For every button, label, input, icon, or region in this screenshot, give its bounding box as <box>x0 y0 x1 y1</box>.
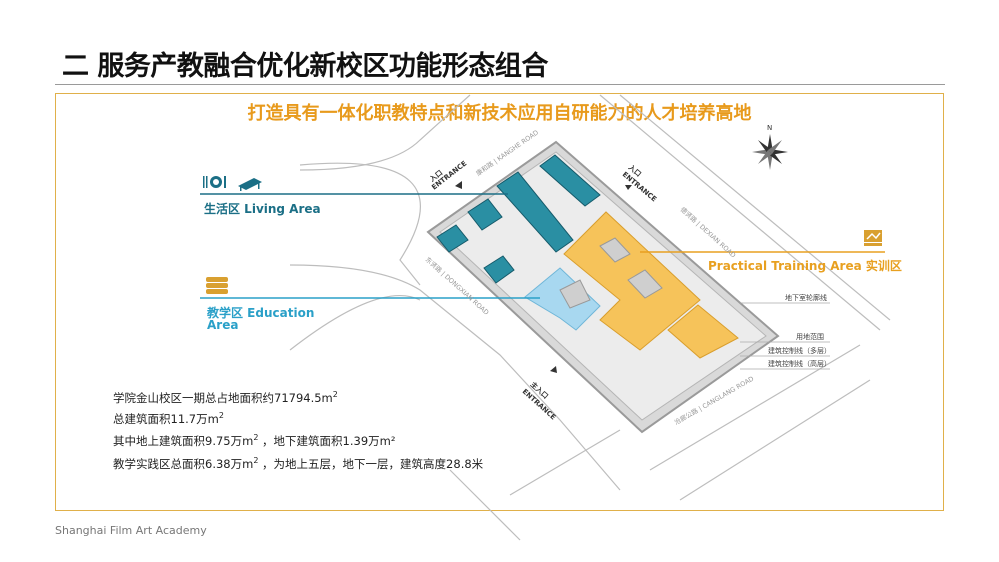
slide-subtitle: 打造具有一体化职教特点和新技术应用自研能力的人才培养高地 <box>247 103 752 124</box>
books-icon <box>206 277 228 294</box>
stat-line-2: 总建筑面积11.7万m2 <box>113 411 224 426</box>
stat-line-1: 学院金山校区一期总占地面积约71794.5m2 <box>113 390 338 405</box>
training-icon <box>864 230 882 246</box>
compass-icon: N <box>752 124 788 170</box>
stat-line-3: 其中地上建筑面积9.75万m2 ，地下建筑面积1.39万m² <box>113 433 396 448</box>
education-area-label-line2: Area <box>207 318 239 332</box>
legend-control-high: 建筑控制线（高层） <box>768 359 831 368</box>
living-buildings <box>436 154 601 284</box>
legend-basement: 地下室轮廓线 <box>785 293 827 302</box>
living-area-label: 生活区 Living Area <box>204 202 321 216</box>
legend-control-low: 建筑控制线（多层） <box>768 346 831 355</box>
title-divider <box>55 84 945 85</box>
footer-institution: Shanghai Film Art Academy <box>55 524 207 537</box>
page-title: 二 服务产教融合优化新校区功能形态组合 <box>62 51 548 82</box>
education-building <box>524 267 601 331</box>
content-frame <box>55 93 944 511</box>
education-area-label-line1: 教学区 Education <box>207 306 315 320</box>
bed-icon <box>238 178 262 191</box>
road-outlines <box>289 94 891 541</box>
practical-area-label: Practical Training Area 实训区 <box>708 259 902 273</box>
stat-line-4: 教学实践区总面积6.38万m2 ，为地上五层，地下一层，建筑高度28.8米 <box>113 456 484 471</box>
legend-site-boundary: 用地范围 <box>796 332 824 341</box>
dining-icon <box>203 176 226 188</box>
svg-text:N: N <box>767 124 772 132</box>
